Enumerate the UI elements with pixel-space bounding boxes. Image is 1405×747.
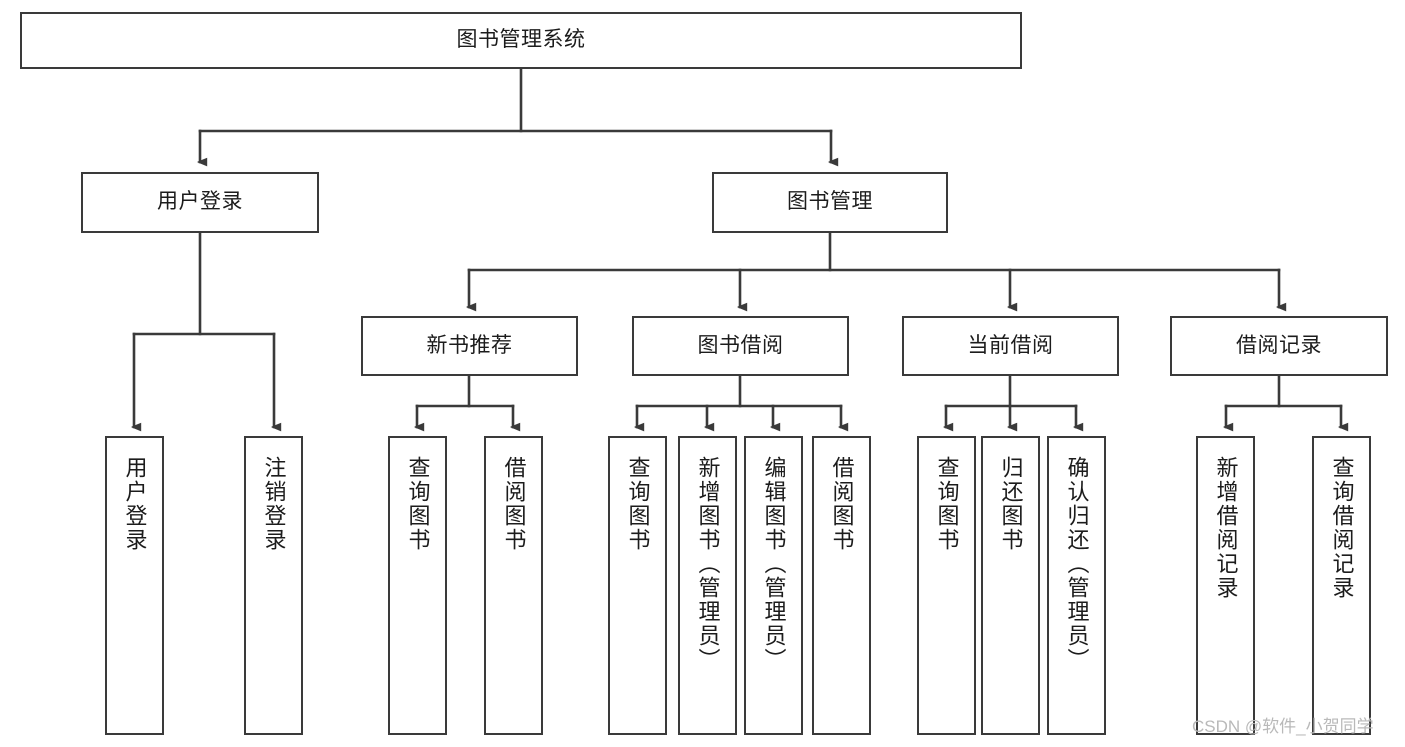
node-label: 用户登录 bbox=[157, 190, 243, 214]
node-label: 查询图书 bbox=[934, 456, 960, 552]
leaf-query-borrow-record[interactable]: 查询借阅记录 bbox=[1312, 436, 1371, 735]
node-label: 注销登录 bbox=[261, 456, 287, 552]
leaf-user-login[interactable]: 用户登录 bbox=[105, 436, 164, 735]
node-label: 当前借阅 bbox=[967, 333, 1054, 357]
node-label: 查询图书 bbox=[405, 456, 431, 552]
node-book-management[interactable]: 图书管理 bbox=[712, 172, 948, 233]
node-label: 归还图书 bbox=[998, 456, 1024, 552]
leaf-add-book-admin[interactable]: 新增图书（管理员） bbox=[678, 436, 737, 735]
leaf-borrow-book-new[interactable]: 借阅图书 bbox=[484, 436, 543, 735]
leaf-edit-book-admin[interactable]: 编辑图书（管理员） bbox=[744, 436, 803, 735]
leaf-confirm-return-admin[interactable]: 确认归还（管理员） bbox=[1047, 436, 1106, 735]
node-label: 借阅图书 bbox=[501, 456, 527, 552]
leaf-query-book-borrow[interactable]: 查询图书 bbox=[608, 436, 667, 735]
leaf-add-borrow-record[interactable]: 新增借阅记录 bbox=[1196, 436, 1255, 735]
leaf-logout[interactable]: 注销登录 bbox=[244, 436, 303, 735]
node-borrow-records[interactable]: 借阅记录 bbox=[1170, 316, 1388, 376]
node-label: 借阅记录 bbox=[1236, 333, 1322, 357]
node-label: 编辑图书（管理员） bbox=[761, 456, 787, 672]
node-user-login[interactable]: 用户登录 bbox=[81, 172, 319, 233]
node-new-book-recommendation[interactable]: 新书推荐 bbox=[361, 316, 578, 376]
node-label: 图书借阅 bbox=[697, 333, 784, 357]
node-label: 图书管理系统 bbox=[456, 28, 586, 52]
node-label: 确认归还（管理员） bbox=[1064, 456, 1090, 672]
node-label: 新书推荐 bbox=[426, 333, 513, 357]
node-label: 新增图书（管理员） bbox=[695, 456, 721, 672]
node-root-book-management-system[interactable]: 图书管理系统 bbox=[20, 12, 1022, 69]
leaf-query-book-current[interactable]: 查询图书 bbox=[917, 436, 976, 735]
node-current-borrow[interactable]: 当前借阅 bbox=[902, 316, 1119, 376]
node-label: 借阅图书 bbox=[829, 456, 855, 552]
node-label: 新增借阅记录 bbox=[1213, 456, 1239, 600]
node-label: 查询借阅记录 bbox=[1329, 456, 1355, 600]
leaf-borrow-book[interactable]: 借阅图书 bbox=[812, 436, 871, 735]
node-label: 图书管理 bbox=[787, 190, 873, 214]
node-book-borrow[interactable]: 图书借阅 bbox=[632, 316, 849, 376]
leaf-query-book-new[interactable]: 查询图书 bbox=[388, 436, 447, 735]
leaf-return-book[interactable]: 归还图书 bbox=[981, 436, 1040, 735]
node-label: 查询图书 bbox=[625, 456, 651, 552]
node-label: 用户登录 bbox=[122, 456, 148, 552]
